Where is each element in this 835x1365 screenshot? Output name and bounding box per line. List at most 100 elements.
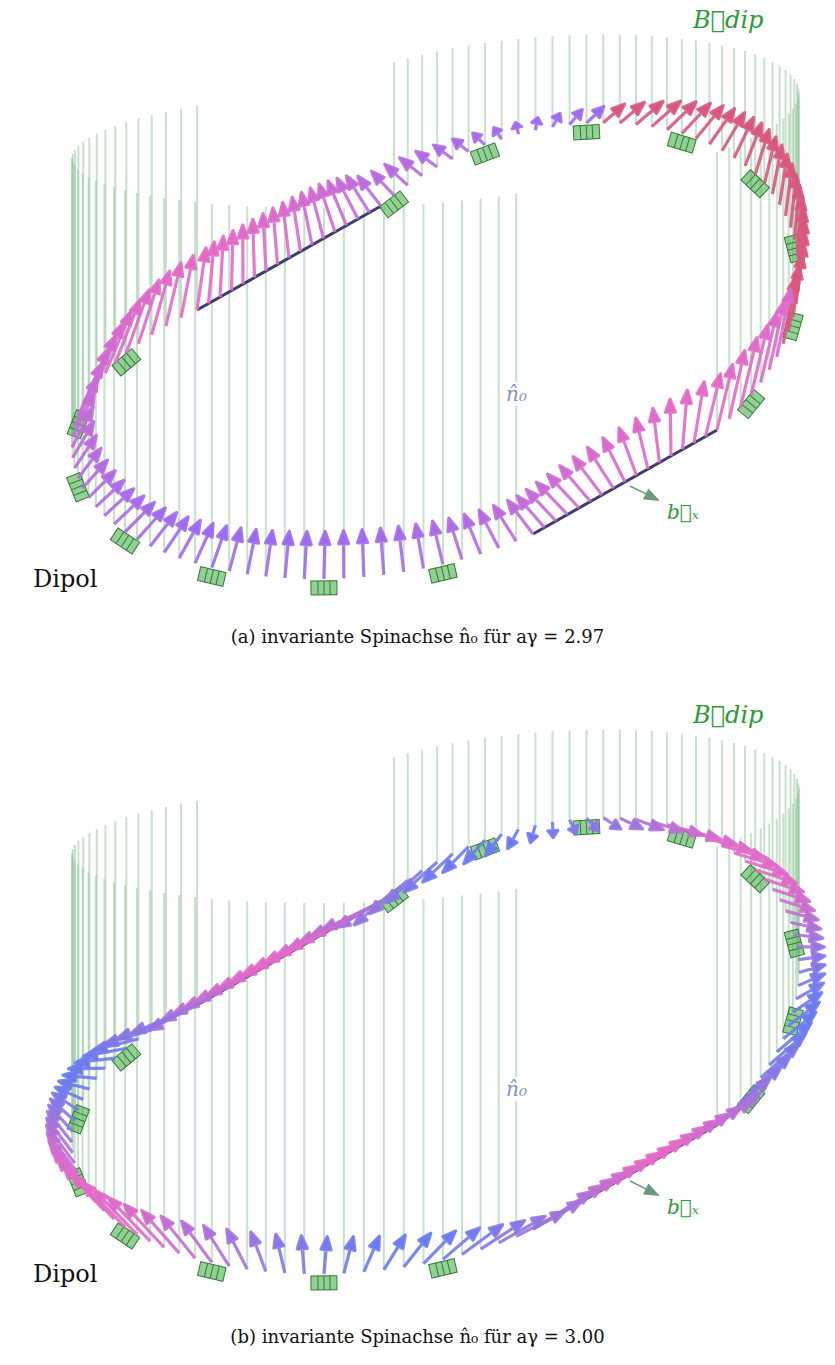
field-line (246, 901, 248, 1269)
field-line (246, 206, 248, 574)
spin-arrow (448, 518, 462, 560)
dipole-coil (746, 400, 757, 409)
spin-arrow (204, 1226, 230, 1267)
dipole-block (198, 1262, 227, 1282)
dipole-coil (742, 404, 753, 413)
field-line (284, 903, 286, 1273)
spin-arrow (301, 532, 311, 579)
dipole-coil (116, 1227, 124, 1239)
spin-arrow (479, 510, 499, 548)
field-line (484, 738, 486, 840)
dipole-body (311, 1276, 337, 1290)
spin-arrow (548, 822, 558, 838)
spin-arrow (247, 529, 258, 574)
field-line (442, 897, 444, 1259)
spin-arrow (358, 530, 368, 577)
dipole-coil (746, 870, 756, 880)
spin-arrow (299, 192, 312, 245)
spin-arrow (552, 113, 561, 127)
axis-label: n̂₀ (503, 382, 530, 406)
field-line (422, 204, 424, 569)
spin-arrow (248, 219, 258, 277)
spin-arrow (526, 489, 556, 521)
spin-arrow (485, 834, 501, 856)
spin-arrow (532, 118, 542, 130)
spin-arrow (464, 514, 480, 554)
dipole-coil (441, 567, 444, 581)
dipole-coil (441, 1262, 444, 1276)
field-line (284, 208, 286, 578)
dipole-block (198, 567, 227, 587)
spin-arrow (772, 889, 809, 902)
field-line (452, 743, 454, 854)
spin-arrow (297, 1236, 307, 1274)
dipole-block (667, 132, 696, 153)
field-line (534, 37, 536, 130)
dipole-coil (750, 179, 760, 189)
dipole-coil (122, 1052, 131, 1063)
field-line (666, 37, 668, 129)
field-line (498, 196, 500, 548)
field-line (551, 731, 553, 822)
field-line (763, 58, 765, 184)
field-line (721, 740, 723, 845)
field-line (776, 819, 778, 1052)
field-line (407, 753, 409, 880)
field-line (779, 66, 781, 205)
dipole-coil (323, 581, 324, 595)
dipole-body (311, 581, 337, 595)
field-line (363, 902, 365, 1272)
field-line (515, 194, 517, 542)
dipole-label: Dipol (30, 1260, 100, 1289)
dipole-block (573, 124, 600, 139)
dipole-coil (317, 1276, 318, 1290)
dipole-coil (210, 570, 213, 584)
dipole-block (784, 929, 804, 958)
dipole-body (573, 124, 600, 139)
dipole-body (470, 143, 499, 165)
ring-panel (47, 730, 826, 1290)
spin-arrow (508, 829, 519, 849)
spin-arrow (212, 526, 227, 568)
field-line (551, 36, 553, 127)
dipole-coil (586, 125, 588, 139)
dipole-coil (580, 821, 582, 835)
spin-arrow (665, 399, 675, 456)
spin-arrow (197, 248, 209, 310)
field-line (796, 779, 798, 947)
spin-arrow (251, 1232, 266, 1271)
spin-arrow (227, 1229, 247, 1269)
field-line (602, 730, 604, 818)
spin-arrow (117, 1021, 166, 1039)
dipole-coil (394, 195, 403, 206)
dipole-body (429, 564, 458, 584)
spin-arrow (434, 145, 453, 159)
spin-arrow (384, 1235, 405, 1270)
field-line (343, 903, 345, 1274)
field-line (180, 804, 182, 1013)
dipole-coil (580, 126, 582, 140)
field-line (228, 900, 230, 1266)
dipole-coil (116, 532, 124, 544)
spin-arrow (431, 521, 443, 564)
caption: (b) invariante Spinachse n̂₀ für aγ = 3.… (0, 1326, 835, 1348)
field-line (228, 205, 230, 571)
field-line (303, 903, 305, 1274)
spin-arrow (696, 106, 723, 139)
spin-arrow (179, 520, 200, 558)
dipole-body (198, 567, 227, 587)
spin-arrows (47, 818, 826, 1274)
dipoles (67, 124, 805, 595)
spin-arrow (344, 1237, 355, 1274)
field-line (635, 730, 637, 819)
spin-arrow (423, 854, 453, 882)
spin-arrow (346, 176, 369, 213)
straight-sections (197, 901, 717, 1229)
dipole-body (112, 1044, 141, 1071)
field-line (323, 903, 325, 1274)
spin-arrow (339, 531, 349, 579)
dipole-coil (329, 1276, 330, 1290)
field-line (180, 109, 182, 318)
dipole-coil (447, 1260, 450, 1274)
